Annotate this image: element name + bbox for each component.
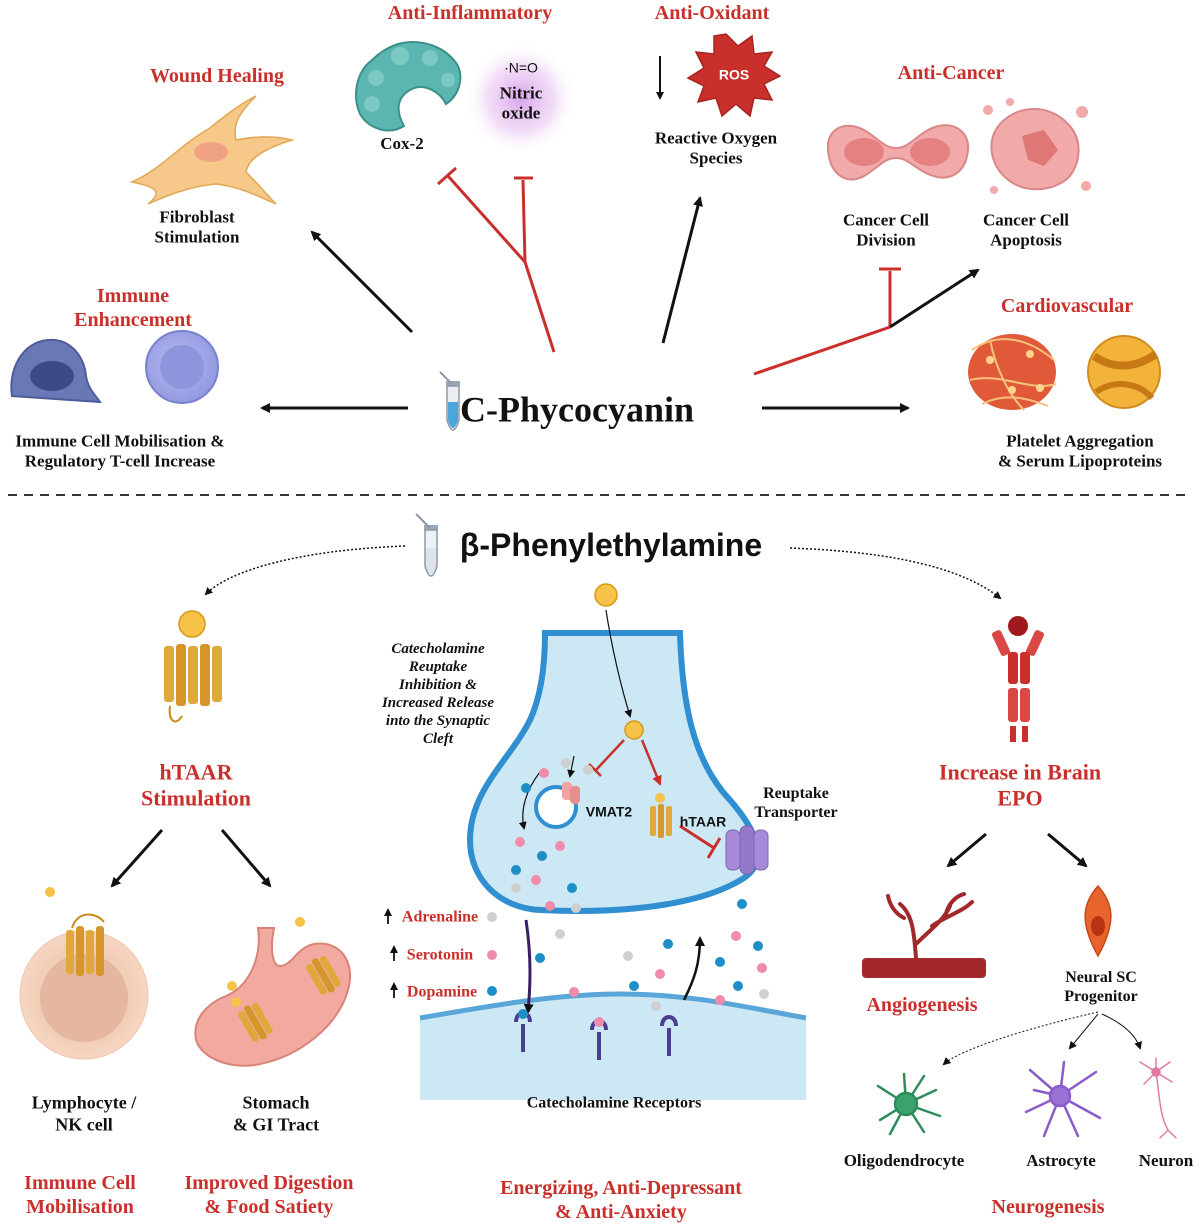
anti-inflammatory-title: Anti-Inflammatory — [387, 2, 553, 24]
serotonin-label: Serotonin — [406, 946, 474, 964]
cardiovascular-label: Platelet Aggregation& Serum Lipoproteins — [997, 431, 1163, 471]
arrow-to-htaar — [204, 545, 406, 596]
wound-healing-title: Wound Healing — [150, 65, 284, 87]
arrow-to-wound-healing — [310, 230, 414, 334]
vmat2-label: VMAT2 — [585, 803, 633, 820]
epo-receptor-icon — [991, 616, 1045, 742]
anti-inflammatory-inhibition — [437, 166, 556, 353]
ros-label: ROS — [718, 66, 750, 83]
nitric-oxide-formula: ·N=O — [504, 59, 538, 76]
test-tube-icon — [415, 513, 438, 577]
lymphocyte-icon — [19, 887, 149, 1060]
dopamine-label: Dopamine — [406, 983, 478, 1001]
immune-cell-icon — [10, 330, 219, 404]
vmat2-inhibition — [595, 739, 625, 771]
anti-cancer-branch — [753, 267, 980, 376]
arrow-to-angiogenesis — [946, 832, 987, 868]
reuptake-inhibition — [679, 824, 715, 850]
nitric-oxide-glow-icon — [465, 43, 577, 155]
pea-entry-arrow — [605, 609, 633, 718]
anti-oxidant-title: Anti-Oxidant — [654, 2, 770, 24]
reuptake-transporter-icon — [725, 825, 769, 875]
release-arrow — [523, 919, 534, 1014]
cardiovascular-title: Cardiovascular — [1000, 295, 1134, 317]
lipoprotein-icon — [1087, 335, 1161, 409]
neuron-icon — [1139, 1057, 1177, 1139]
astrocyte-icon — [1024, 1060, 1102, 1138]
oligodendrocyte-icon — [876, 1072, 942, 1136]
pea-molecule — [594, 583, 618, 607]
htaar-receptor-icon — [650, 793, 672, 838]
blood-vessel-icon — [862, 892, 986, 978]
test-tube-icon — [439, 371, 460, 431]
increase-arrows — [384, 908, 497, 998]
anti-cancer-title: Anti-Cancer — [897, 62, 1005, 84]
neurotransmitter-dots — [511, 758, 769, 1011]
neuron-label: Neuron — [1138, 1150, 1194, 1170]
lymphocyte-label: Lymphocyte /NK cell — [31, 1092, 137, 1134]
progenitor-cell-icon — [1084, 884, 1112, 958]
cox2-enzyme-icon — [355, 41, 462, 132]
arrow-to-anti-oxidant — [661, 196, 703, 344]
arrow-to-stomach — [220, 829, 272, 888]
arrow-to-epo — [789, 547, 1002, 600]
reuptake-arrow — [682, 936, 705, 1001]
astrocyte-label: Astrocyte — [1026, 1150, 1096, 1170]
platelet-clot-icon — [968, 334, 1057, 411]
oligodendrocyte-label: Oligodendrocyte — [843, 1150, 965, 1170]
catecholamine-receptors-label: Catecholamine Receptors — [526, 1094, 702, 1112]
phenylethylamine-title: β-Phenylethylamine — [459, 526, 763, 563]
synapse-terminal — [419, 630, 807, 1100]
htaar-label: hTAAR — [679, 813, 727, 830]
htaar-receptor-icon — [164, 610, 222, 723]
catecholamine-receptor-icon — [514, 1009, 678, 1060]
arrow-to-progenitor — [1047, 832, 1088, 868]
stomach-icon — [194, 917, 352, 1067]
fibroblast-icon — [129, 95, 295, 205]
energizing-outcome: Energizing, Anti-Depressant& Anti-Anxiet… — [500, 1177, 742, 1223]
ros-burst-icon — [686, 33, 782, 118]
cancer-division-icon — [826, 124, 970, 181]
cancer-apoptosis-icon — [983, 98, 1091, 194]
arrow-to-lymphocyte — [110, 829, 164, 888]
immune-label: Immune Cell Mobilisation &Regulatory T-c… — [15, 431, 225, 471]
c-phycocyanin-title: C-Phycocyanin — [460, 389, 694, 430]
cox2-label: Cox-2 — [380, 133, 424, 153]
neurogenesis-label: Neurogenesis — [991, 1196, 1105, 1218]
htaar-activation-arrow — [640, 739, 662, 786]
adrenaline-label: Adrenaline — [401, 908, 479, 926]
angiogenesis-label: Angiogenesis — [866, 994, 978, 1016]
pea-molecule — [624, 720, 644, 740]
stomach-label: Stomach& GI Tract — [232, 1092, 320, 1134]
digestion-outcome: Improved Digestion& Food Satiety — [184, 1172, 354, 1218]
vesicle-icon — [534, 782, 580, 829]
